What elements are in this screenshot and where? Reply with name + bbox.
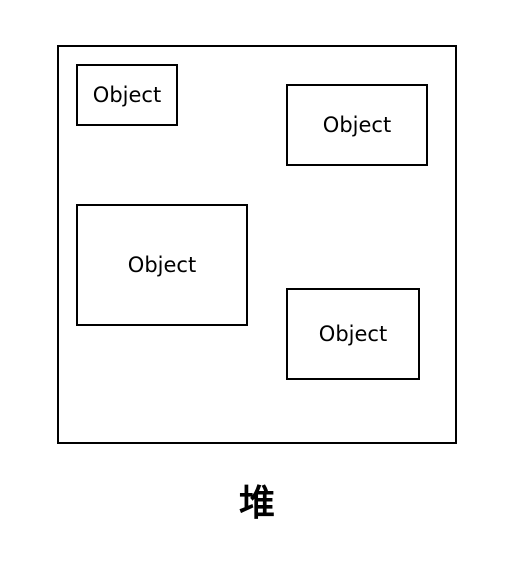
heap-caption: 堆 xyxy=(238,483,275,524)
object-label: Object xyxy=(318,322,388,346)
object-box: Object xyxy=(286,288,420,380)
object-box: Object xyxy=(76,64,178,126)
object-box: Object xyxy=(76,204,248,326)
object-label: Object xyxy=(92,83,162,107)
object-box: Object xyxy=(286,84,428,166)
object-label: Object xyxy=(322,113,392,137)
object-label: Object xyxy=(127,253,197,277)
heap-container xyxy=(57,45,457,444)
